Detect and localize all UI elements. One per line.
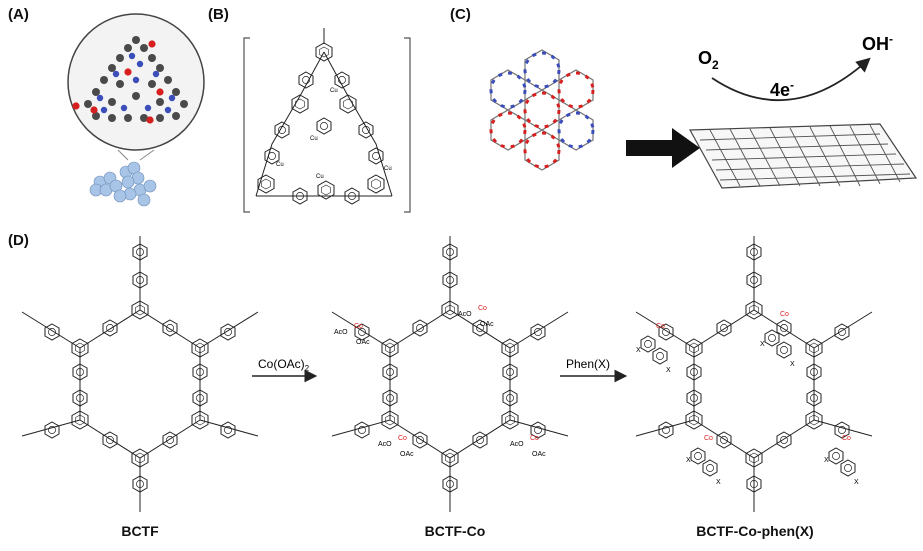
cobalt-site: Co <box>842 435 851 442</box>
oxygen-label: O2 <box>698 48 719 72</box>
ligand-label: OAc <box>400 451 414 458</box>
panel-b-structure: Cu Cu Cu Cu Cu <box>243 28 411 213</box>
panel-label-c: (C) <box>450 6 471 23</box>
ligand-label: AcO <box>510 441 524 448</box>
panel-a-illustration <box>67 13 205 207</box>
cobalt-site: Co <box>656 323 665 330</box>
substituent-x: X <box>760 341 765 348</box>
graphene-sheet <box>689 123 918 189</box>
substituent-x: X <box>790 361 795 368</box>
bctf-co-framework: Co AcO OAc Co AcO OAc Co AcO OAc Co AcO … <box>331 236 569 512</box>
cobalt-site: Co <box>354 323 363 330</box>
ligand-label: OAc <box>356 339 370 346</box>
bctf-framework <box>21 236 259 512</box>
cu-label: Cu <box>384 166 392 172</box>
bctf-co-phen-framework: Co Co Co Co X X X X X X X X <box>635 236 873 512</box>
panel-label-a: (A) <box>8 6 29 23</box>
electron-label: 4e- <box>770 78 794 100</box>
cu-label: Cu <box>310 136 318 142</box>
ligand-label: AcO <box>334 329 348 336</box>
ligand-label: AcO <box>378 441 392 448</box>
panel-label-b: (B) <box>208 6 229 23</box>
substituent-x: X <box>686 457 691 464</box>
ligand-label: OAc <box>480 321 494 328</box>
molecular-cluster <box>72 36 188 124</box>
substituent-x: X <box>716 479 721 486</box>
reagent-phen: Phen(X) <box>566 357 610 371</box>
substituent-x: X <box>636 347 641 354</box>
cu-label: Cu <box>276 162 284 168</box>
substituent-x: X <box>666 367 671 374</box>
ligand-label: OAc <box>532 451 546 458</box>
cobalt-site: Co <box>478 305 487 312</box>
substituent-x: X <box>824 457 829 464</box>
compound-name-bctf-co-phen: BCTF-Co-phen(X) <box>696 523 814 539</box>
cu-label: Cu <box>330 88 338 94</box>
panel-label-d: (D) <box>8 232 29 249</box>
orr-curved-arrow <box>711 57 871 102</box>
big-arrow <box>626 128 700 168</box>
compound-name-bctf: BCTF <box>121 523 159 539</box>
compound-name-bctf-co: BCTF-Co <box>424 523 486 539</box>
panel-c-framework: O2 OH- 4e- <box>491 32 918 189</box>
cobalt-site: Co <box>398 435 407 442</box>
cobalt-site: Co <box>780 311 789 318</box>
reagent-cobalt-acetate: Co(OAc)2 <box>258 357 310 373</box>
substituent-x: X <box>854 479 859 486</box>
hydroxide-label: OH- <box>862 32 893 54</box>
particle-beads <box>89 161 157 207</box>
cu-label: Cu <box>316 174 324 180</box>
ligand-label: AcO <box>458 311 472 318</box>
cobalt-site: Co <box>704 435 713 442</box>
cobalt-site: Co <box>530 435 539 442</box>
